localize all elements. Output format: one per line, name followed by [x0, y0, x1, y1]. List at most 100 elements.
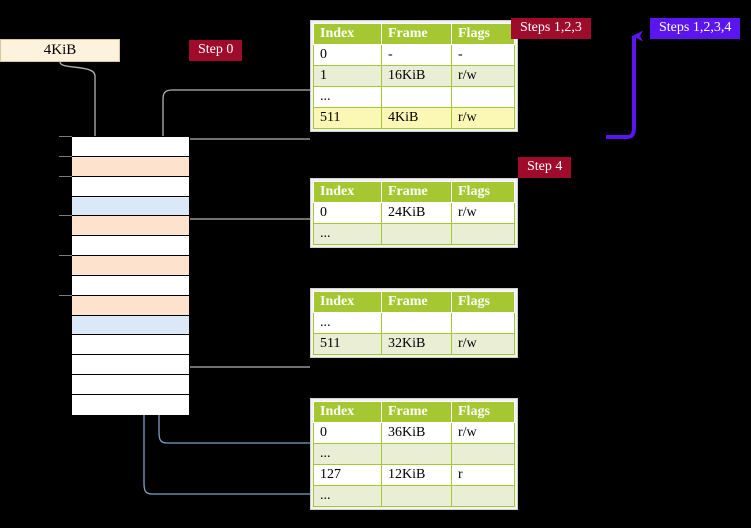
- memory-frame-row: [72, 275, 189, 296]
- column-header-index: Index: [313, 401, 382, 423]
- table-row: ...: [313, 443, 515, 465]
- column-header-flags: Flags: [451, 181, 515, 203]
- memory-frame-row: [72, 137, 189, 157]
- memory-frame-row: [72, 355, 189, 376]
- cell-flags: r: [451, 464, 515, 486]
- column-header-index: Index: [313, 181, 382, 203]
- cell-frame: 16KiB: [381, 65, 452, 87]
- table-row: 0--: [313, 44, 515, 66]
- cell-index: 0: [313, 44, 382, 66]
- table-row: ...: [313, 86, 515, 108]
- cell-flags: r/w: [451, 333, 515, 355]
- cell-frame: -: [381, 44, 452, 66]
- badge-step-0: Step 0: [189, 40, 243, 62]
- column-header-frame: Frame: [381, 401, 452, 423]
- cell-frame: [381, 223, 452, 245]
- memory-tick: [59, 215, 72, 217]
- column-header-index: Index: [313, 291, 382, 313]
- memory-frame-row: [72, 196, 189, 217]
- memory-tick: [59, 175, 72, 177]
- memory-frame-row: [72, 216, 189, 237]
- memory-frame-row: [72, 295, 189, 316]
- wire-l2-entry511: [174, 314, 310, 368]
- cell-frame: 4KiB: [381, 107, 452, 129]
- cell-index: ...: [313, 485, 382, 507]
- physical-memory-column: [71, 136, 190, 415]
- memory-frame-row: [72, 236, 189, 257]
- memory-frame-row: [72, 394, 189, 415]
- memory-size-label: 4KiB: [43, 42, 77, 58]
- cell-index: 511: [313, 333, 382, 355]
- cell-frame: [381, 312, 452, 334]
- table-row: ...: [313, 312, 515, 334]
- memory-tick: [59, 155, 72, 157]
- memory-frame-row: [72, 156, 189, 177]
- badge-step-4: Step 4: [518, 157, 572, 179]
- badge-steps-1234: Steps 1,2,3,4: [650, 18, 741, 40]
- memory-frame-row: [72, 176, 189, 197]
- memory-frame-row: [72, 315, 189, 336]
- cell-flags: [451, 443, 515, 465]
- cell-index: 1: [313, 65, 382, 87]
- cell-index: ...: [313, 312, 382, 334]
- memory-size-box: 4KiB: [0, 39, 120, 62]
- cell-frame: 32KiB: [381, 333, 452, 355]
- memory-tick: [59, 136, 72, 137]
- cell-flags: [451, 223, 515, 245]
- cell-frame: [381, 86, 452, 108]
- badge-steps-123: Steps 1,2,3: [511, 18, 591, 40]
- memory-frame-row: [72, 375, 189, 395]
- cell-index: 0: [313, 422, 382, 444]
- cell-flags: r/w: [451, 202, 515, 224]
- column-header-index: Index: [313, 23, 382, 45]
- cell-flags: -: [451, 44, 515, 66]
- cell-flags: r/w: [451, 65, 515, 87]
- column-header-flags: Flags: [451, 23, 515, 45]
- cell-flags: [451, 86, 515, 108]
- table-row: ...: [313, 223, 515, 245]
- cell-frame: [381, 443, 452, 465]
- cell-index: 511: [313, 107, 382, 129]
- column-header-frame: Frame: [381, 181, 452, 203]
- column-header-flags: Flags: [451, 291, 515, 313]
- cell-index: ...: [313, 443, 382, 465]
- cell-index: ...: [313, 86, 382, 108]
- cell-frame: 12KiB: [381, 464, 452, 486]
- wire-l3-entry0: [175, 218, 310, 262]
- memory-frame-row: [72, 335, 189, 356]
- memory-tick: [59, 255, 72, 257]
- cell-flags: [451, 485, 515, 507]
- cell-frame: [381, 485, 452, 507]
- cell-frame: 24KiB: [381, 202, 452, 224]
- table-row: ...: [313, 485, 515, 507]
- column-header-flags: Flags: [451, 401, 515, 423]
- cell-flags: [451, 312, 515, 334]
- column-header-frame: Frame: [381, 23, 452, 45]
- purple-bracket: [606, 30, 643, 139]
- cell-index: 0: [313, 202, 382, 224]
- cell-flags: r/w: [451, 107, 515, 129]
- cell-index: 127: [313, 464, 382, 486]
- cell-index: ...: [313, 223, 382, 245]
- memory-frame-row: [72, 256, 189, 276]
- cell-frame: 36KiB: [381, 422, 452, 444]
- column-header-frame: Frame: [381, 291, 452, 313]
